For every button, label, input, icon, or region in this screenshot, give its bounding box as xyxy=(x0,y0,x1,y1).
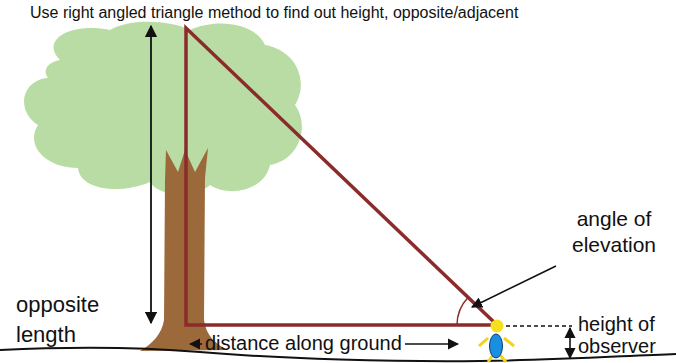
dimension-label: opposite length xyxy=(16,290,120,350)
right-triangle xyxy=(186,28,497,325)
dimension-label: height of observer xyxy=(578,313,674,357)
dimension-label: distance along ground xyxy=(205,332,402,354)
angle-leader xyxy=(472,266,556,307)
angle-arc xyxy=(457,297,468,325)
diagram-title: Use right angled triangle method to find… xyxy=(30,3,518,23)
angle-label: angle of elevation xyxy=(560,206,668,258)
distance-arrow-right xyxy=(405,343,458,345)
opposite-arrow xyxy=(150,26,152,323)
observer-height-arrow xyxy=(569,328,571,358)
observer-figure xyxy=(479,320,514,363)
tree-canopy xyxy=(24,22,302,195)
eye-level-line xyxy=(506,325,572,326)
distance-arrow-left xyxy=(190,343,202,345)
tree-trunk xyxy=(140,148,228,351)
